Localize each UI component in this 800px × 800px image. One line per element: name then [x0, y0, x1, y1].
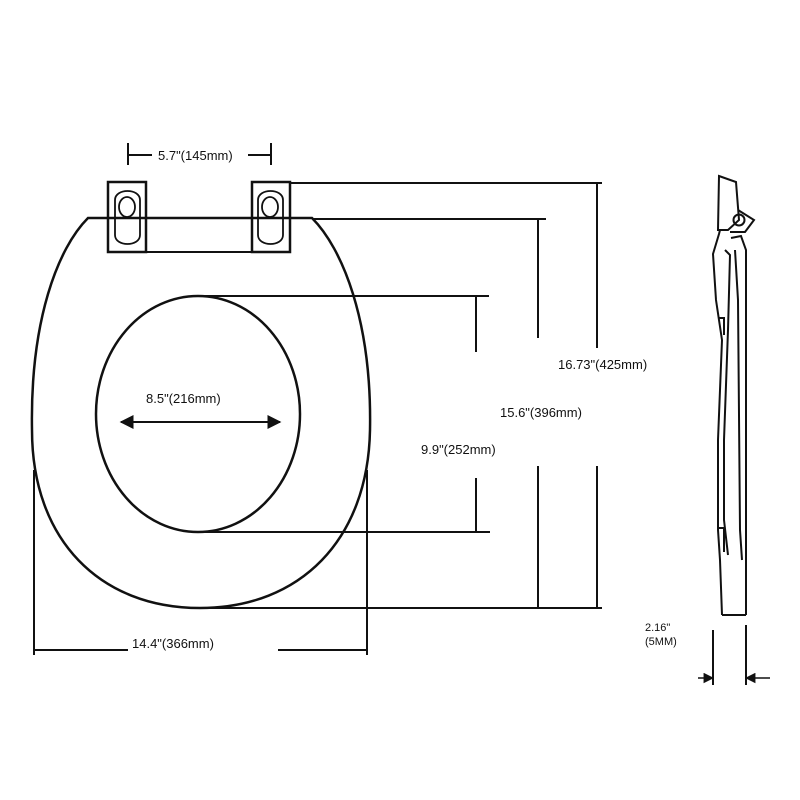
- left-hinge: [106, 180, 148, 254]
- thickness-value-label: 2.16": [645, 622, 671, 634]
- side-profile: [711, 174, 756, 685]
- right-hinge-hole: [261, 196, 279, 218]
- left-hinge-hole: [118, 196, 136, 218]
- seat-opening: [94, 294, 302, 534]
- opening-length-label: 9.9"(252mm): [421, 442, 496, 457]
- thickness-mm-label: (5MM): [645, 636, 677, 648]
- seat-length-label: 15.6"(396mm): [500, 405, 582, 420]
- hinge-spacing-label: 5.7"(145mm): [158, 148, 233, 163]
- left-hinge-detail: [114, 190, 141, 245]
- opening-width-label: 8.5"(216mm): [146, 391, 221, 406]
- hinge-bar: [107, 217, 291, 253]
- right-hinge-detail: [257, 190, 284, 245]
- seat-outline: [30, 216, 372, 610]
- seat-width-label: 14.4"(366mm): [132, 636, 214, 651]
- right-hinge: [250, 180, 292, 254]
- side-hinge-pivot: [732, 213, 746, 227]
- overall-length-label: 16.73"(425mm): [558, 357, 648, 372]
